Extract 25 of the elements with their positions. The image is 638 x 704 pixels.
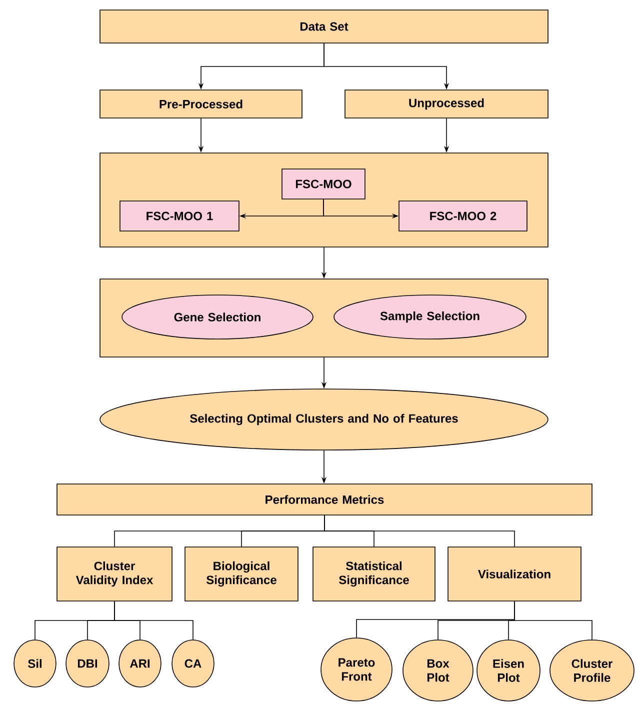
process-box: FSC-MOO 1 (120, 200, 240, 232)
ellipse-node: Pareto Front (320, 638, 392, 702)
ellipse-node: Selecting Optimal Clusters and No of Features (100, 388, 548, 450)
process-box: Unprocessed (344, 90, 548, 118)
connector-line (324, 515, 515, 547)
ellipse-node: DBI (66, 640, 110, 688)
connector-line (514, 601, 592, 640)
process-box: Pre-Processed (100, 90, 302, 118)
process-box: Statistical Significance (312, 546, 436, 602)
process-box: FSC-MOO 2 (398, 200, 528, 232)
ellipse-node: Gene Selection (122, 294, 314, 340)
ellipse-node: Sil (14, 640, 56, 688)
process-box: Biological Significance (184, 546, 298, 602)
ellipse-node: Sample Selection (334, 294, 526, 340)
process-box: Performance Metrics (56, 484, 592, 516)
process-box: Data Set (100, 10, 548, 44)
connector-line (114, 601, 194, 640)
process-box: Visualization (448, 546, 582, 602)
ellipse-node: ARI (118, 640, 162, 688)
ellipse-node: CA (172, 640, 214, 688)
process-box: FSC-MOO (282, 168, 366, 200)
ellipse-node: Box Plot (402, 640, 474, 702)
ellipse-node: Cluster Profile (550, 640, 634, 702)
process-box: Cluster Validity Index (56, 546, 172, 602)
ellipse-node: Eisen Plot (476, 640, 540, 702)
